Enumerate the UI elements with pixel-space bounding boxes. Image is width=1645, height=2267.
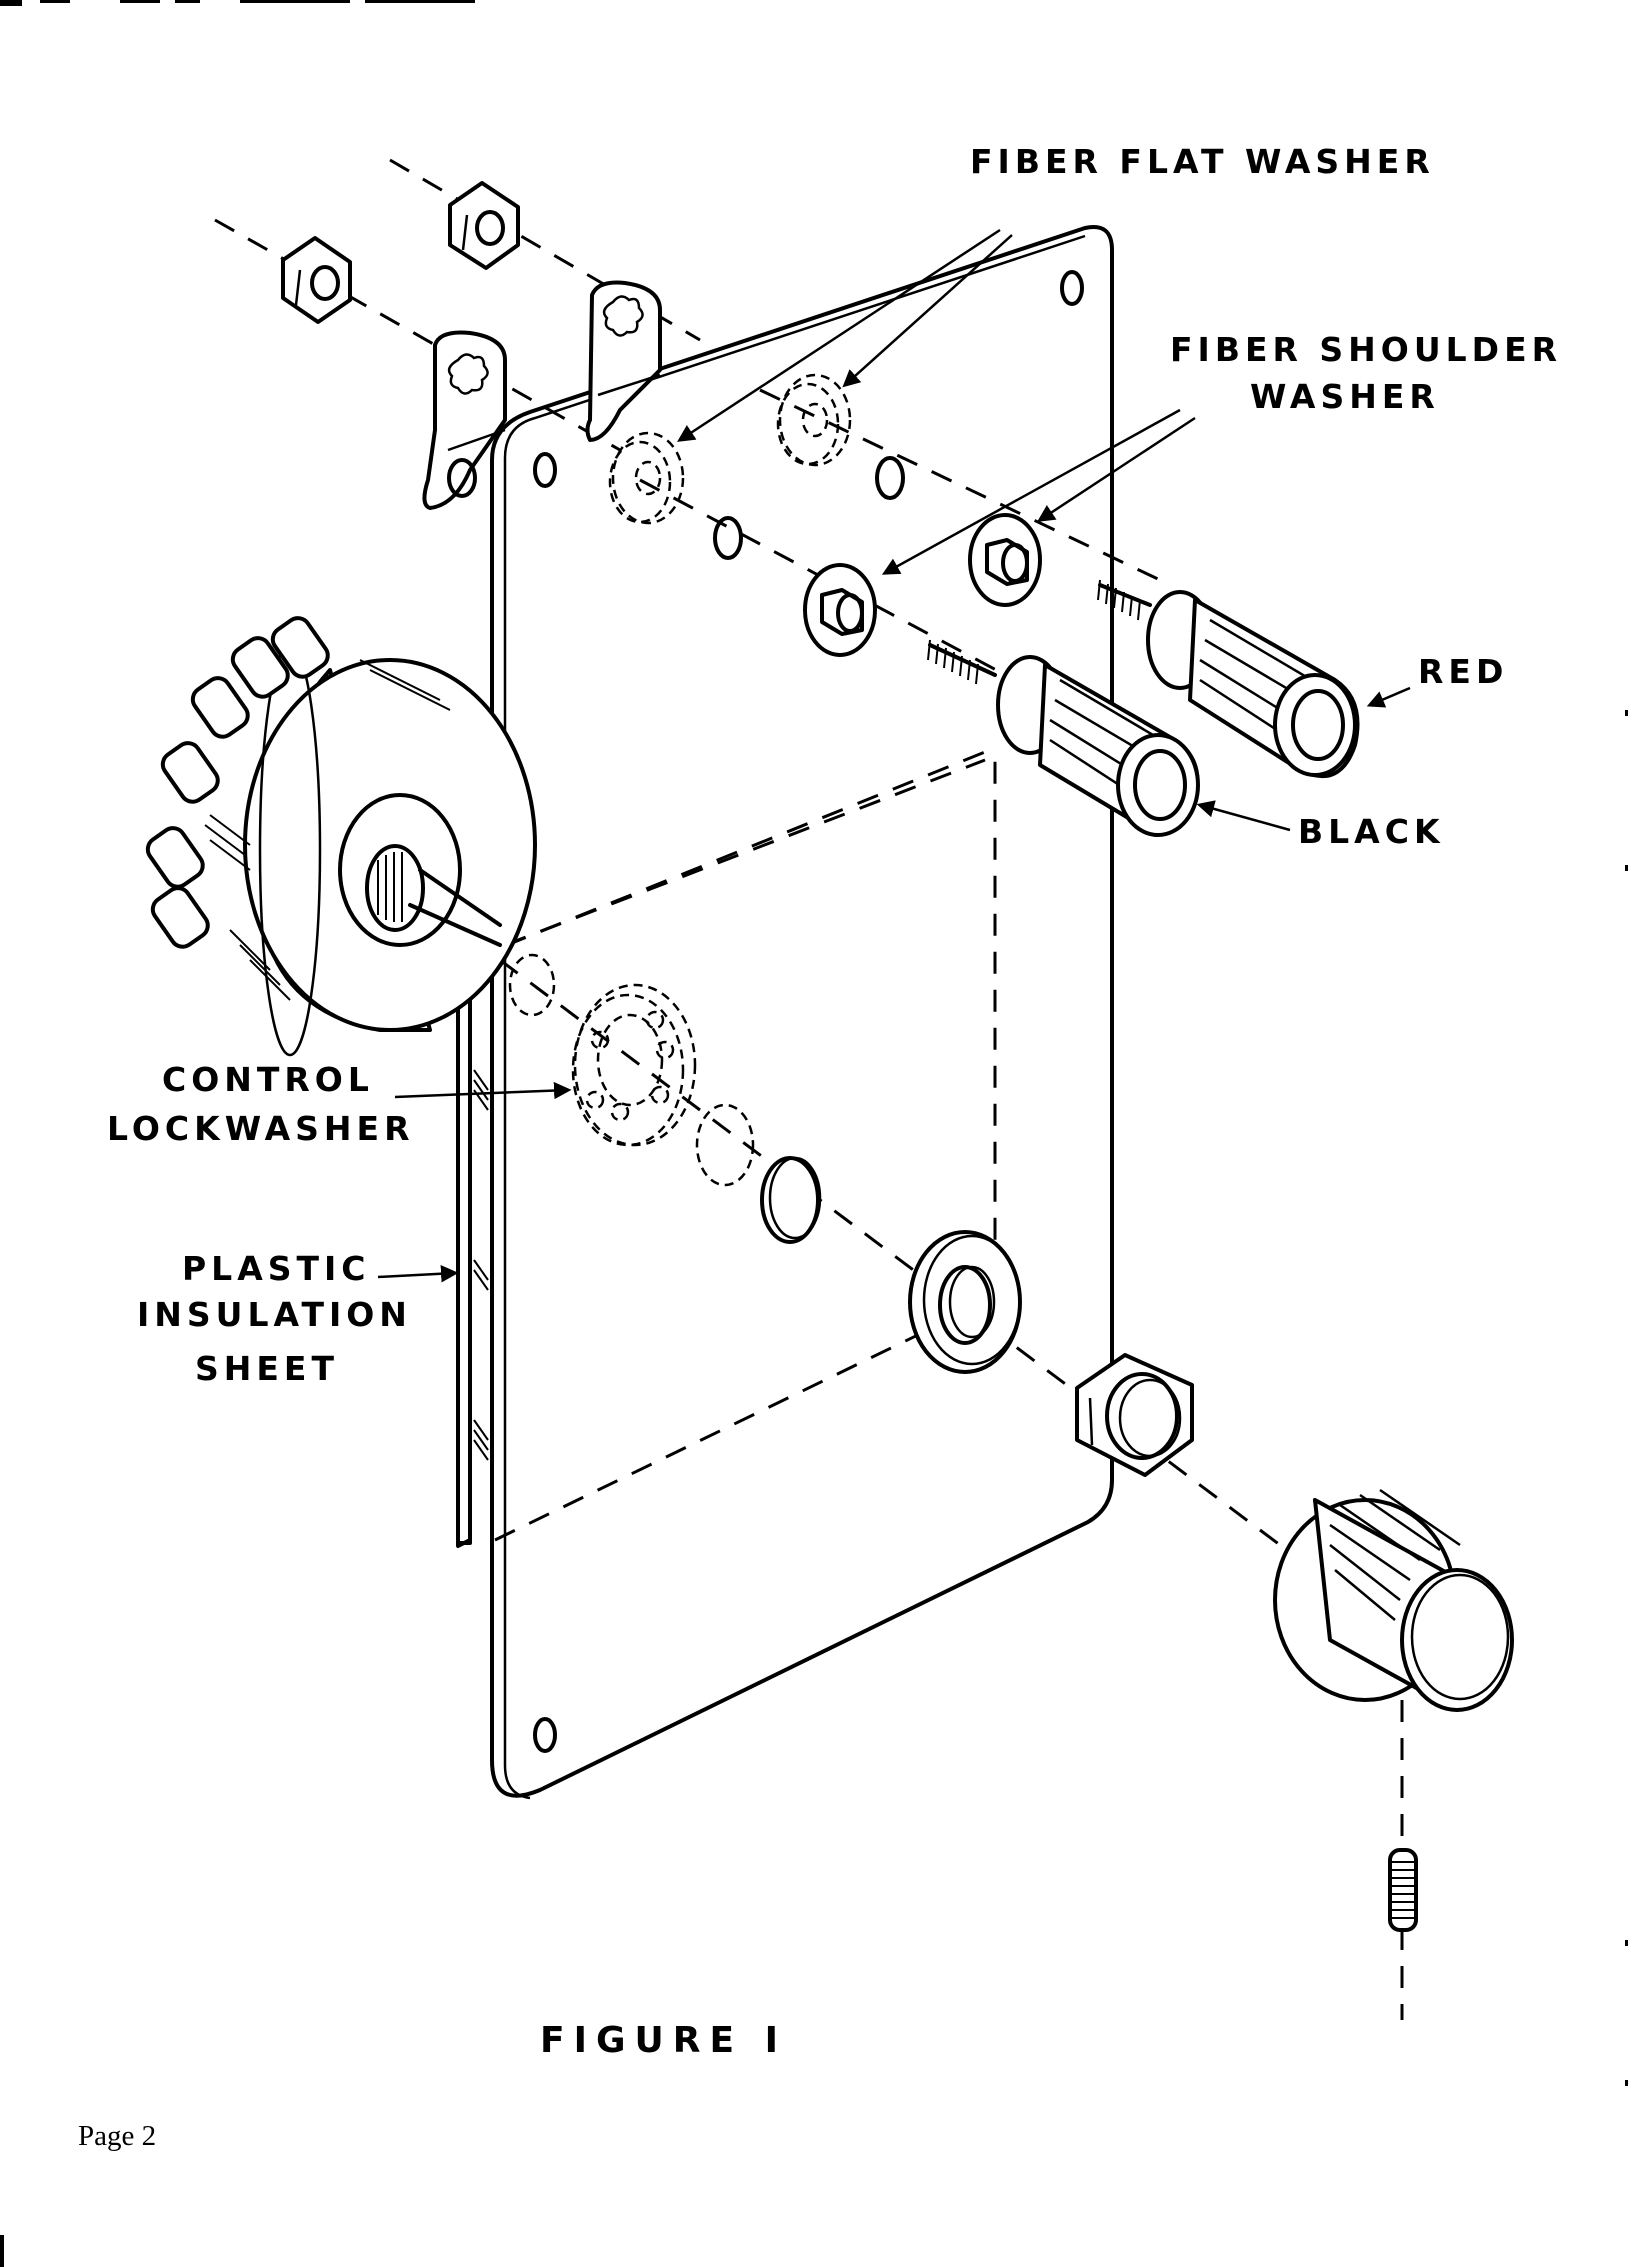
binding-post-red: [1097, 579, 1360, 779]
label-black: BLACK: [1298, 812, 1445, 851]
binding-post-black: [927, 639, 1200, 837]
plate-hole-switch: [508, 953, 556, 1017]
label-fiber-shoulder-washer-line1: FIBER SHOULDER: [1170, 330, 1563, 369]
flat-washer-front: [760, 1156, 822, 1244]
fiber-shoulder-washer-2: [968, 513, 1042, 607]
shoulder-bushing: [908, 1230, 1022, 1374]
scan-artifact-bar: [0, 0, 475, 6]
label-fiber-flat-washer: FIBER FLAT WASHER: [970, 142, 1435, 181]
label-plastic-insulation-sheet-line2: INSULATION: [137, 1295, 412, 1334]
panel-nut: [1075, 1353, 1194, 1477]
fiber-flat-washer-2: [776, 373, 852, 467]
fiber-shoulder-washer-1: [803, 563, 877, 657]
leader-control-lockwasher: [394, 1081, 572, 1100]
leader-fiber-flat-washer-1: [677, 228, 1001, 442]
label-plastic-insulation-sheet-line1: PLASTIC: [182, 1249, 371, 1288]
label-control-lockwasher-line2: LOCKWASHER: [107, 1109, 415, 1148]
label-plastic-insulation-sheet-line3: SHEET: [195, 1349, 339, 1388]
scan-edge-mark: [1625, 1940, 1628, 1946]
scan-edge-mark: [1625, 865, 1628, 871]
fiber-flat-washer-1: [608, 431, 685, 525]
leader-red: [1366, 686, 1411, 708]
plastic-insulation-sheet: [456, 750, 997, 1548]
plate-hole-top-right: [1060, 270, 1084, 306]
control-lockwasher: [571, 983, 697, 1147]
leader-lines: [377, 228, 1411, 1283]
plate-hole-bottom-left: [533, 1717, 557, 1753]
internal-washer-dashed: [695, 1103, 755, 1187]
leader-plastic-insulation-sheet: [377, 1264, 459, 1283]
page-number: Page 2: [78, 2120, 157, 2152]
control-knob: [1273, 1488, 1514, 1712]
solder-lug-right: [585, 280, 662, 442]
hex-nut-right: [448, 181, 520, 270]
figure-caption: FIGURE I: [540, 2020, 788, 2061]
leader-fiber-shoulder-washer-1: [881, 408, 1181, 575]
set-screw: [1388, 1848, 1418, 1932]
label-fiber-shoulder-washer-line2: WASHER: [1250, 377, 1440, 416]
plate-hole-top-left: [533, 452, 557, 488]
leader-fiber-shoulder-washer-2: [1037, 416, 1196, 522]
scan-edge-mark: [1625, 710, 1628, 716]
leader-fiber-flat-washer-2: [842, 234, 1013, 388]
solder-lug-left: [422, 330, 507, 510]
label-control-lockwasher-line1: CONTROL: [162, 1060, 374, 1099]
scan-edge-mark: [0, 2235, 4, 2267]
leader-black: [1196, 800, 1291, 832]
mounting-plate: [490, 225, 1114, 1800]
hex-nut-left: [281, 236, 352, 324]
scan-edge-mark: [1625, 2080, 1628, 2086]
plate-hole-post-2: [875, 456, 905, 500]
plate-hole-post-1: [713, 516, 743, 560]
rotary-switch: [145, 616, 537, 1057]
label-red: RED: [1418, 652, 1509, 691]
